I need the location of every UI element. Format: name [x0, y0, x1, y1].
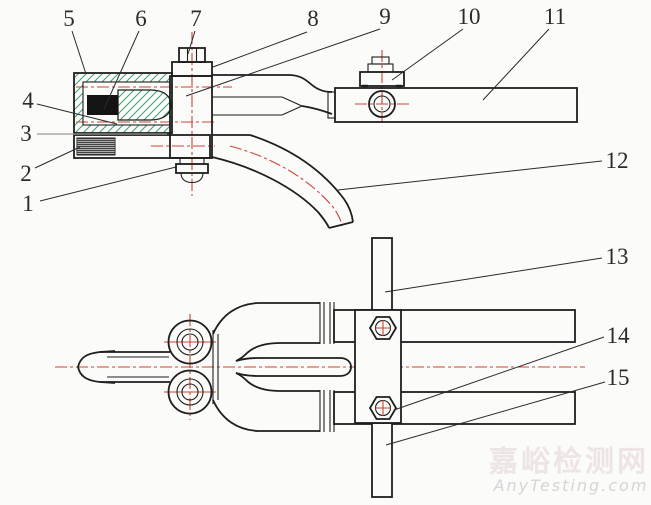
part-label-8: 8 — [307, 6, 319, 31]
head-frame-outer — [73, 72, 173, 134]
bar-bolt-head — [371, 56, 390, 65]
bottom-view-plan — [55, 237, 585, 498]
part-label-10: 10 — [458, 4, 481, 29]
fork-outer-top — [212, 302, 320, 335]
centerline-curved-handle — [229, 145, 343, 227]
upper-arm-top-edge — [212, 74, 333, 93]
vertical-bar-upper — [371, 237, 393, 311]
part-label-14: 14 — [607, 323, 631, 348]
pivot-horizontal-axes — [164, 341, 216, 393]
bar-hole-outer — [368, 90, 396, 118]
watermark: 嘉峪检测网 AnyTesting.com — [489, 444, 649, 495]
part-label-15: 15 — [607, 365, 630, 390]
lower-handle-bar — [333, 391, 576, 425]
leader-15 — [385, 381, 606, 446]
center-tongue-slot — [235, 357, 352, 377]
leader-8 — [212, 31, 308, 68]
fork-inner-bottom — [235, 372, 320, 392]
jaw-tip — [77, 350, 116, 384]
bar-bolt-step — [367, 63, 394, 73]
part-label-9: 9 — [379, 4, 391, 29]
jaw-blade-outer-edges — [100, 351, 170, 383]
curved-handle-inner — [211, 156, 330, 229]
top-view-side-section — [73, 32, 578, 229]
lower-block — [73, 134, 211, 159]
part-label-6: 6 — [135, 6, 147, 31]
part-label-3: 3 — [20, 121, 32, 146]
part-label-7: 7 — [190, 6, 202, 31]
top-nut-flats — [186, 48, 198, 62]
leader-2 — [34, 146, 81, 169]
solid-block-part6 — [87, 95, 118, 115]
part-label-2: 2 — [20, 161, 32, 186]
leader-7 — [187, 30, 196, 55]
hex-nut-crosshairs-over — [375, 320, 391, 416]
lower-hex-nut — [368, 396, 398, 420]
part-label-13: 13 — [606, 244, 629, 269]
lower-pivot-ring — [176, 378, 204, 406]
leader-6 — [103, 30, 140, 110]
bar-end-cap — [327, 91, 336, 119]
head-frame-hatching — [74, 73, 172, 133]
arm-lower-taper — [301, 105, 333, 115]
knurled-grip-section — [76, 137, 116, 156]
watermark-latin-text: AnyTesting.com — [493, 476, 649, 495]
pivot-connector-lines — [212, 330, 219, 404]
part-label-11: 11 — [544, 4, 566, 29]
jaw-blade-inner-edges — [107, 356, 169, 378]
leader-5 — [71, 30, 87, 75]
upper-pivot-hole — [181, 333, 199, 351]
part-number-labels: 1 2 3 4 5 6 7 8 9 10 11 12 13 14 15 — [20, 4, 630, 390]
leader-9 — [185, 28, 381, 97]
part-label-4: 4 — [22, 88, 34, 113]
upper-hex-nut — [368, 316, 398, 340]
leader-13 — [384, 257, 603, 293]
leader-1 — [39, 166, 177, 202]
curved-handle-end-cap — [328, 221, 354, 229]
fork-outer-bottom — [212, 399, 320, 432]
upper-ferrule-band — [319, 302, 335, 344]
upper-pivot-boss — [167, 319, 213, 365]
inner-pin-section — [117, 89, 172, 121]
arm-slot — [212, 96, 304, 116]
leader-12 — [337, 160, 603, 191]
lower-pivot-hole — [181, 383, 199, 401]
part-label-5: 5 — [63, 6, 75, 31]
straight-bar-part11 — [334, 87, 578, 123]
curved-handle-outer — [249, 134, 354, 223]
part-label-12: 12 — [606, 148, 629, 173]
top-nut — [178, 47, 206, 63]
leader-4 — [36, 103, 118, 125]
bottom-view-centerlines — [55, 314, 585, 420]
lower-ferrule-band — [319, 390, 335, 432]
upper-nut-cross — [375, 320, 391, 336]
upper-handle-bar — [333, 309, 576, 343]
bar-hole-inner — [373, 95, 391, 113]
upper-pivot-ring — [176, 328, 204, 356]
part-label-1: 1 — [22, 191, 34, 216]
leader-14 — [393, 336, 605, 411]
watermark-chinese-text: 嘉峪检测网 — [489, 444, 649, 478]
fork-inner-top — [235, 342, 320, 362]
bottom-nut-dome — [180, 172, 204, 184]
lower-pivot-boss — [167, 369, 213, 415]
leader-11 — [482, 28, 550, 101]
leader-10 — [391, 28, 464, 81]
vertical-bar-lower — [371, 422, 393, 498]
lower-nut-cross — [375, 400, 391, 416]
leader-lines — [34, 28, 606, 446]
